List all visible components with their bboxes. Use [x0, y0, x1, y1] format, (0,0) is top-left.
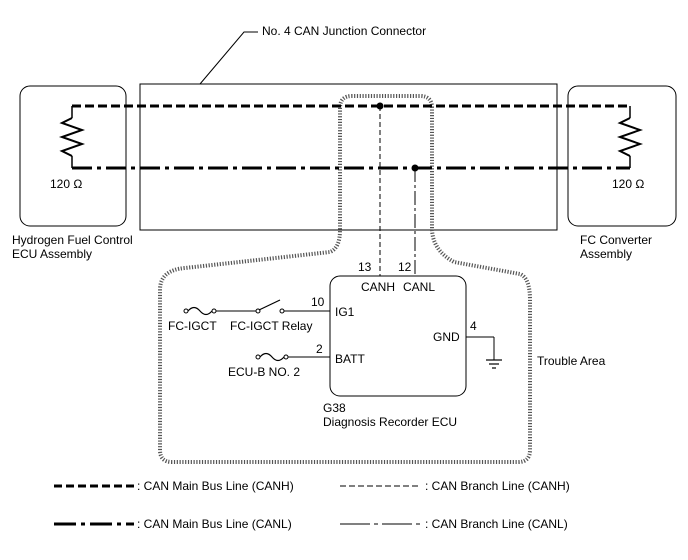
junction-connector-label: No. 4 CAN Junction Connector	[262, 24, 426, 38]
right-ecu-name-line1: FC Converter	[580, 233, 652, 247]
diagnosis-recorder-ecu-box	[329, 275, 467, 397]
left-ecu-name-line2: ECU Assembly	[12, 247, 92, 261]
junction-leader-line	[199, 31, 258, 85]
batt-pin-label: BATT	[335, 352, 365, 366]
right-resistor-value: 120 Ω	[612, 177, 644, 191]
canl-pin-number: 12	[398, 260, 412, 274]
right-ecu-name-line2: Assembly	[580, 247, 632, 261]
ecu-b-no2-fuse-icon	[255, 352, 289, 362]
junction-connector-box	[139, 83, 558, 231]
diagnosis-ecu-code: G38	[323, 401, 346, 415]
left-resistor-value: 120 Ω	[50, 177, 82, 191]
left-resistor-icon	[58, 117, 86, 157]
trouble-area-outline	[158, 94, 532, 464]
ig1-pin-label: IG1	[335, 305, 355, 319]
diagnosis-ecu-name: Diagnosis Recorder ECU	[323, 415, 457, 429]
legend-branch-canh-label: : CAN Branch Line (CANH)	[425, 479, 570, 493]
left-ecu-box	[19, 85, 127, 227]
fc-igct-fuse-label: FC-IGCT	[168, 319, 217, 333]
right-ecu-box	[567, 85, 677, 227]
right-resistor-icon	[616, 117, 644, 157]
legend-main-canh-label: : CAN Main Bus Line (CANH)	[137, 479, 294, 493]
fc-igct-relay-switch-icon	[255, 299, 285, 314]
canh-pin-number: 13	[358, 260, 372, 274]
left-ecu-name-line1: Hydrogen Fuel Control	[12, 233, 133, 247]
ig1-pin-number: 10	[311, 295, 325, 309]
canh-pin-label: CANH	[361, 280, 395, 294]
legend-branch-canl-label: : CAN Branch Line (CANL)	[425, 517, 568, 531]
ecu-b-no2-fuse-label: ECU-B NO. 2	[228, 365, 300, 379]
fc-igct-relay-label: FC-IGCT Relay	[230, 319, 312, 333]
trouble-area-label: Trouble Area	[537, 354, 606, 368]
gnd-pin-number: 4	[470, 319, 477, 333]
ground-icon	[486, 359, 502, 369]
batt-pin-number: 2	[316, 342, 323, 356]
gnd-pin-label: GND	[433, 330, 460, 344]
fc-igct-fuse-icon	[183, 306, 217, 316]
canl-pin-label: CANL	[403, 280, 435, 294]
legend-main-canl-label: : CAN Main Bus Line (CANL)	[137, 517, 292, 531]
